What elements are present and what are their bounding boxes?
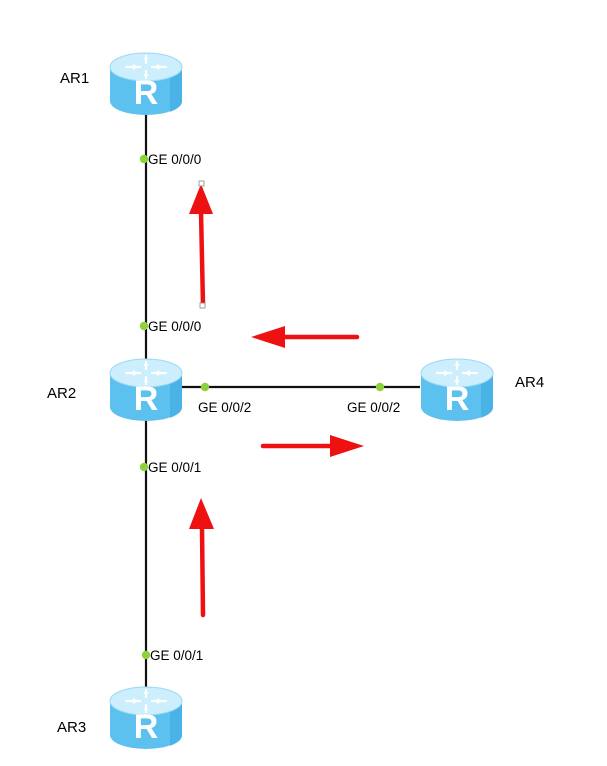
router-ar1[interactable]: R [108, 51, 184, 117]
port-label-ar2-ge001: GE 0/0/1 [148, 460, 201, 475]
router-glyph: R [445, 380, 470, 418]
port-dot-ar3-ge001[interactable] [141, 650, 151, 660]
port-label-ar2-ge002: GE 0/0/2 [198, 400, 251, 415]
port-label-ar1-ge000: GE 0/0/0 [148, 152, 201, 167]
router-glyph: R [134, 74, 159, 112]
arrow-ar2-to-ar1 [189, 180, 213, 309]
port-label-ar2-ge000: GE 0/0/0 [148, 319, 201, 334]
router-glyph: R [134, 380, 159, 418]
router-ar2[interactable]: R [108, 357, 184, 423]
router-label-ar4: AR4 [515, 374, 544, 391]
arrow-ar4-to-ar2 [251, 326, 360, 348]
router-ar4[interactable]: R [419, 357, 495, 423]
router-glyph: R [134, 708, 159, 746]
port-dot-ar2-ge002[interactable] [200, 382, 210, 392]
port-label-ar4-ge002: GE 0/0/2 [347, 400, 400, 415]
arrow-ar2-to-ar4 [260, 435, 364, 457]
port-dot-ar2-ge000[interactable] [139, 321, 149, 331]
router-label-ar1: AR1 [60, 70, 89, 87]
router-label-ar2: AR2 [47, 385, 76, 402]
router-label-ar3: AR3 [57, 719, 86, 736]
port-label-ar3-ge001: GE 0/0/1 [150, 648, 203, 663]
router-ar3[interactable]: R [108, 685, 184, 751]
port-dot-ar4-ge002[interactable] [375, 382, 385, 392]
arrow-ar3-to-ar2 [189, 498, 214, 618]
port-dot-ar1-ge000[interactable] [139, 154, 149, 164]
port-dot-ar2-ge001[interactable] [139, 462, 149, 472]
